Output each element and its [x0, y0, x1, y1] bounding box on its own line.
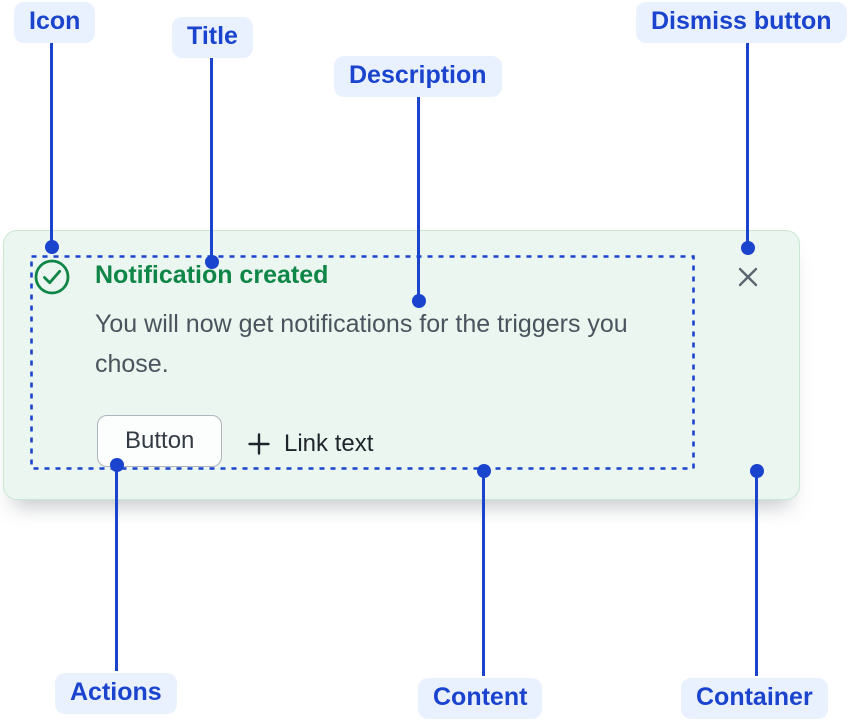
- label-container: Container: [681, 678, 828, 719]
- content-leader-line: [482, 471, 485, 676]
- label-icon: Icon: [14, 2, 96, 43]
- dismiss-anchor-dot: [741, 241, 755, 255]
- close-icon: [736, 265, 760, 289]
- dismiss-button[interactable]: [731, 260, 765, 294]
- actions-leader-line: [115, 465, 118, 671]
- label-description: Description: [334, 56, 502, 97]
- title-anchor-dot: [205, 255, 219, 269]
- flag-description: You will now get notifications for the t…: [95, 310, 628, 378]
- action-link[interactable]: Link text: [246, 430, 373, 458]
- dismiss-leader-line: [746, 40, 749, 248]
- label-title: Title: [172, 17, 253, 58]
- container-anchor-dot: [750, 464, 764, 478]
- label-content: Content: [418, 678, 543, 719]
- icon-anchor-dot: [45, 240, 59, 254]
- icon-leader-line: [50, 41, 53, 247]
- container-leader-line: [755, 471, 758, 676]
- actions-anchor-dot: [110, 458, 124, 472]
- label-actions: Actions: [55, 673, 177, 714]
- description-leader-line: [417, 96, 420, 301]
- content-anchor-dot: [477, 464, 491, 478]
- title-leader-line: [210, 57, 213, 262]
- check-circle-icon: [33, 258, 71, 296]
- label-dismiss-button: Dismiss button: [636, 2, 847, 43]
- plus-icon: [246, 431, 272, 457]
- description-anchor-dot: [412, 294, 426, 308]
- action-link-label: Link text: [284, 430, 374, 457]
